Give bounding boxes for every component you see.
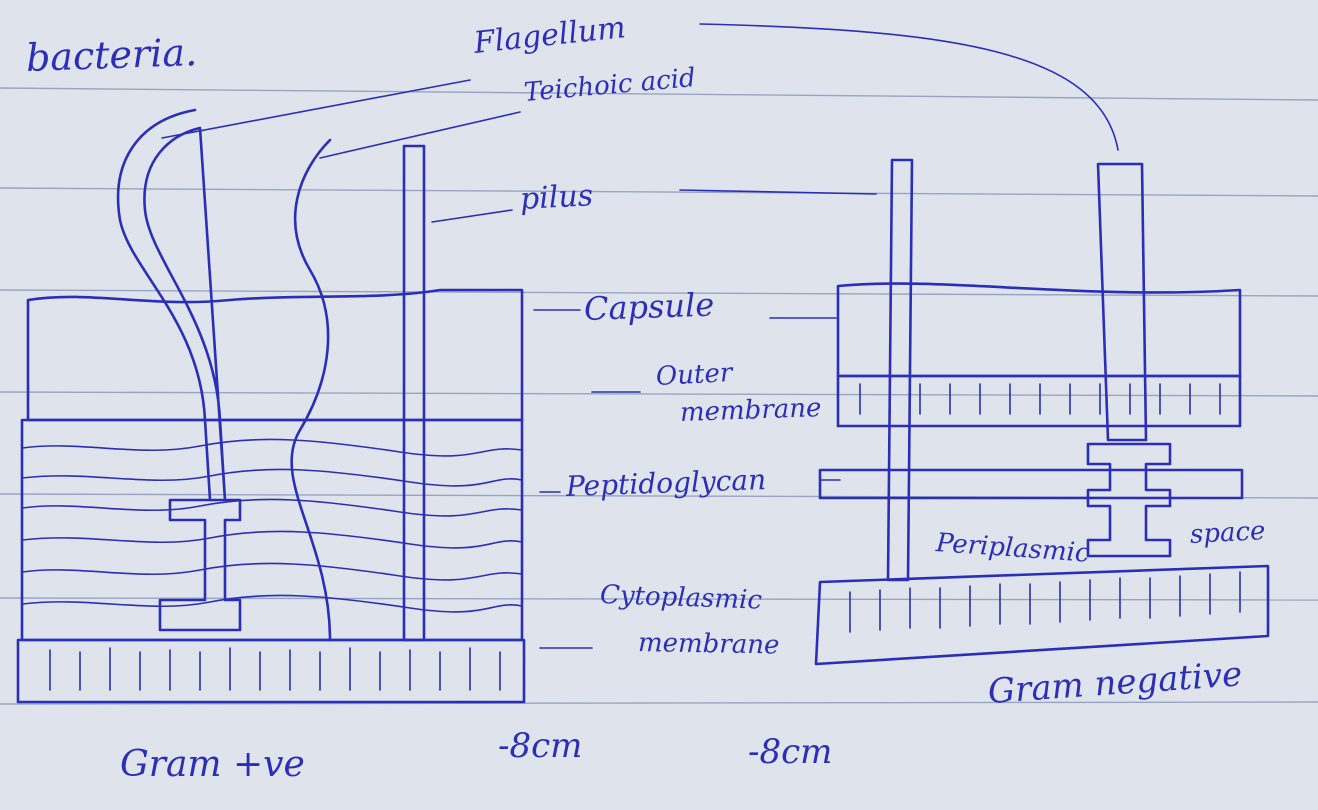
label-space: space <box>1189 516 1266 550</box>
label-outer-membrane-1: Outer <box>655 358 733 392</box>
gram-positive-capsule <box>28 290 522 420</box>
gram-negative-outer-membrane <box>838 376 1240 426</box>
gram-negative-cytoplasmic-membrane <box>816 566 1268 664</box>
label-thickness-left: -8cm <box>498 726 582 766</box>
gram-negative-capsule <box>838 284 1240 376</box>
label-cytoplasmic-1: Cytoplasmic <box>599 580 762 616</box>
label-outer-membrane-2: membrane <box>679 393 821 428</box>
label-gram-positive: Gram +ve <box>120 744 305 785</box>
gram-positive-cytoplasmic-membrane <box>18 640 524 702</box>
gram-negative-diagram <box>816 160 1268 664</box>
gram-negative-basal-body <box>1088 444 1170 556</box>
gram-negative-peptidoglycan <box>820 470 1242 498</box>
gram-positive-peptidoglycan <box>22 420 522 640</box>
gram-negative-flagellum <box>1098 164 1146 440</box>
page-heading: bacteria. <box>25 30 198 80</box>
label-pilus: pilus <box>519 178 594 217</box>
label-cytoplasmic-2: membrane <box>638 628 780 660</box>
label-thickness-right: -8cm <box>748 732 832 772</box>
gram-negative-pilus <box>888 160 912 580</box>
peptidoglycan-strata <box>22 439 522 611</box>
membrane-ticks-left <box>50 648 500 690</box>
gram-positive-flagellum <box>118 110 225 500</box>
gram-positive-diagram <box>18 110 524 702</box>
label-capsule: Capsule <box>583 285 714 328</box>
label-peptidoglycan: Peptidoglycan <box>565 463 766 503</box>
outer-membrane-ticks <box>860 384 1220 414</box>
